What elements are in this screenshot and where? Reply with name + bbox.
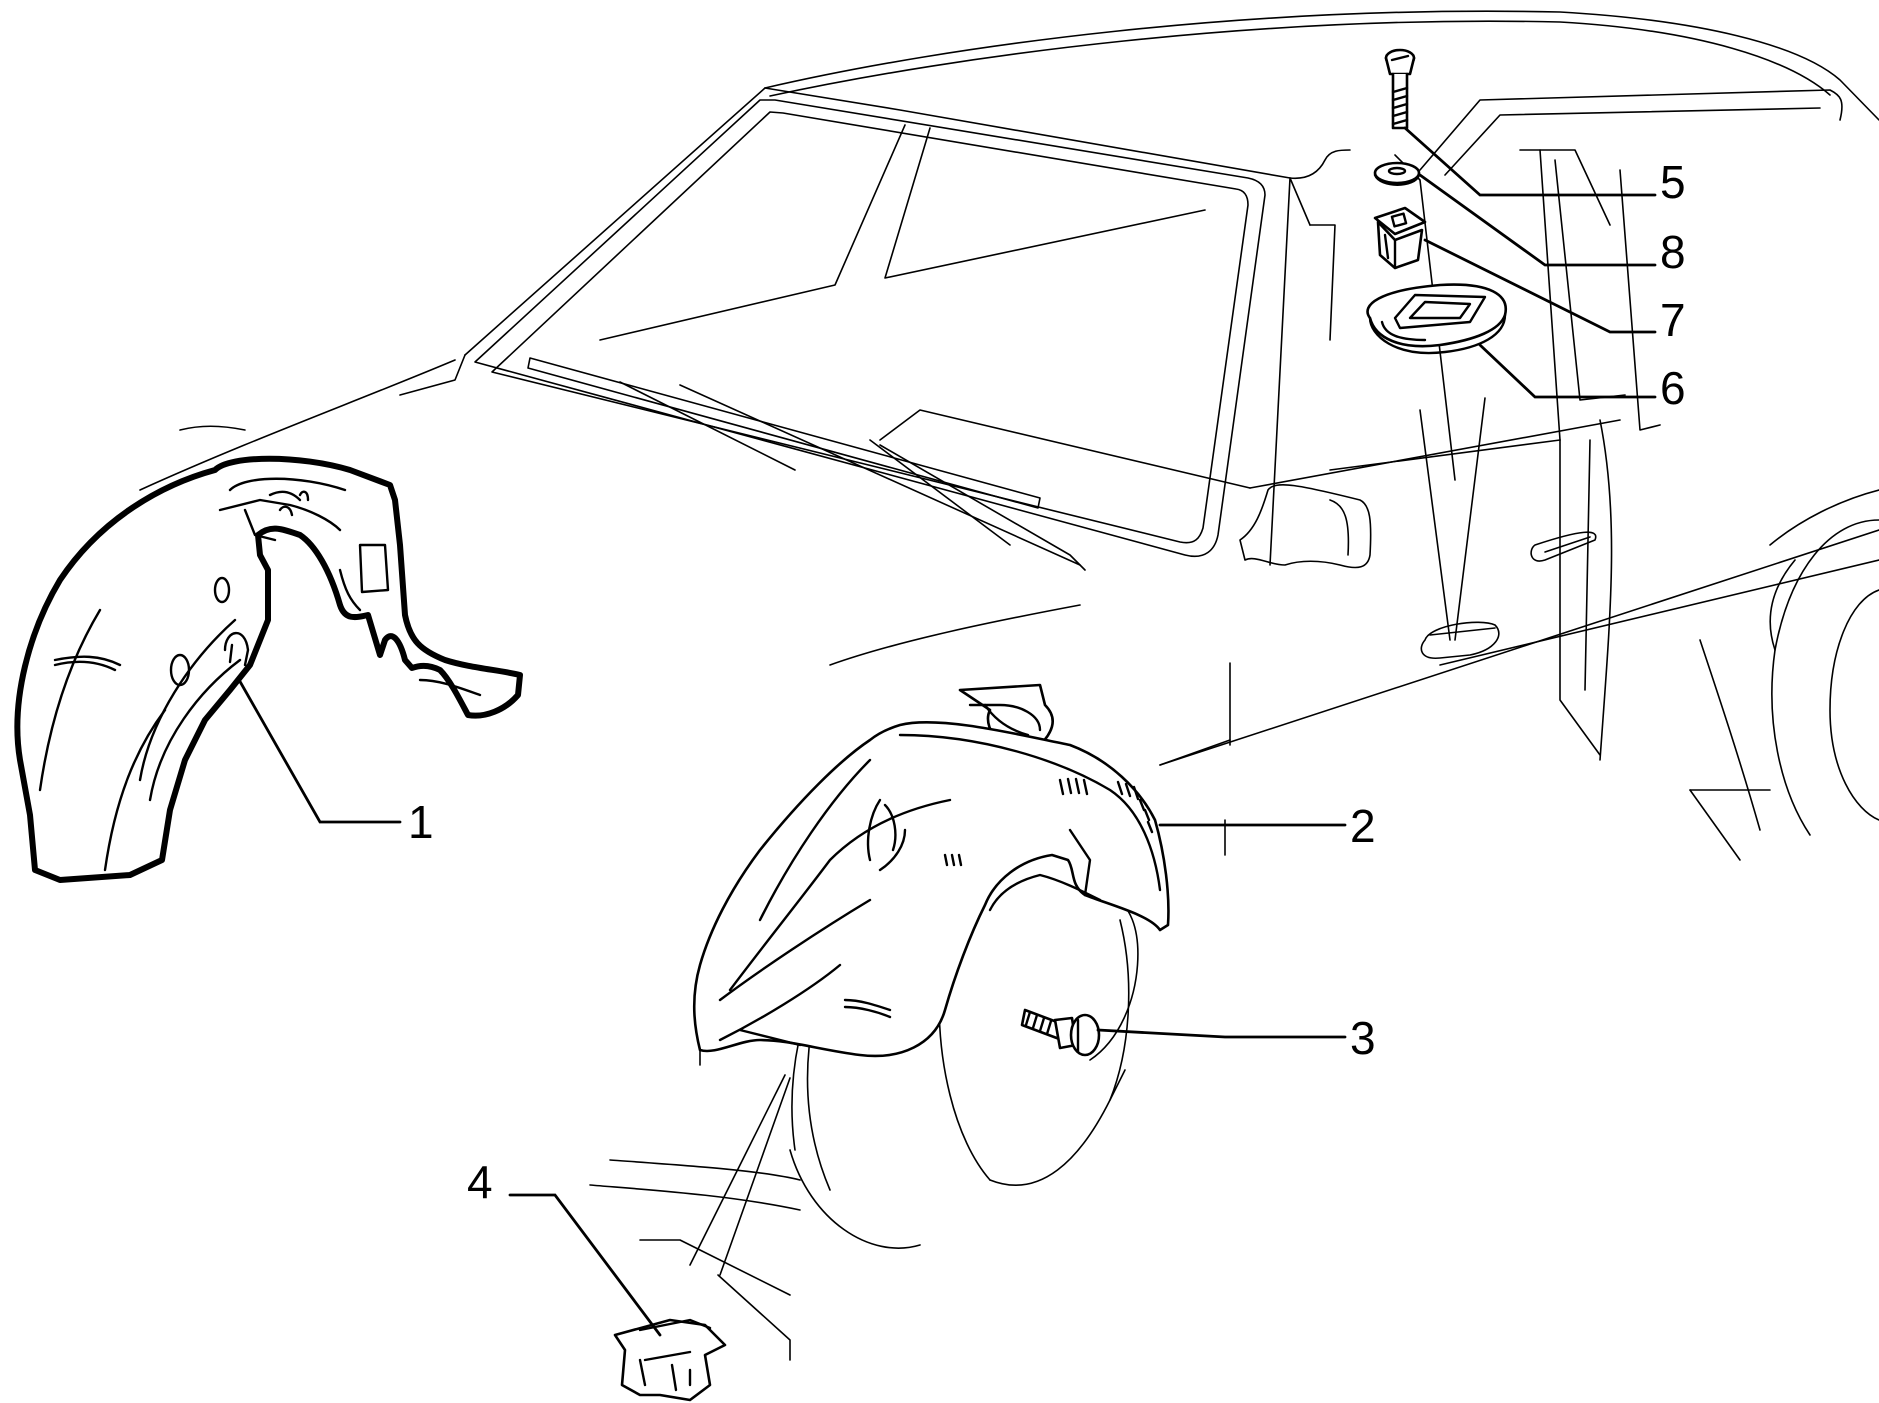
leader-6 [1478, 343, 1657, 399]
part-3-bolt [1020, 1008, 1101, 1057]
part-8-washer [1373, 161, 1421, 186]
part-2-wheelhouse-liner-right [692, 683, 1170, 1058]
part-1-wheelhouse-liner-left [14, 455, 523, 883]
part-4-clip [613, 1318, 727, 1402]
part-6-grommet-plate [1366, 283, 1508, 355]
callout-7: 7 [1660, 294, 1686, 346]
callout-leaders [236, 126, 1657, 1337]
leader-8 [1418, 173, 1657, 267]
callout-2: 2 [1350, 800, 1376, 852]
callout-6: 6 [1660, 362, 1686, 414]
leader-1 [236, 676, 402, 824]
leader-3 [1096, 1028, 1347, 1039]
part-5-screw [1384, 48, 1416, 130]
callout-3: 3 [1350, 1012, 1376, 1064]
car-body-outline [139, 10, 1879, 1361]
callout-4: 4 [467, 1156, 493, 1208]
leader-4 [508, 1193, 662, 1337]
callout-labels: 1 2 3 4 5 8 7 6 [408, 156, 1686, 1208]
leader-5 [1403, 126, 1657, 197]
part-7-anchor-nut [1373, 206, 1427, 270]
callout-8: 8 [1660, 226, 1686, 278]
callout-1: 1 [408, 796, 434, 848]
leader-7 [1423, 238, 1657, 334]
callout-5: 5 [1660, 156, 1686, 208]
